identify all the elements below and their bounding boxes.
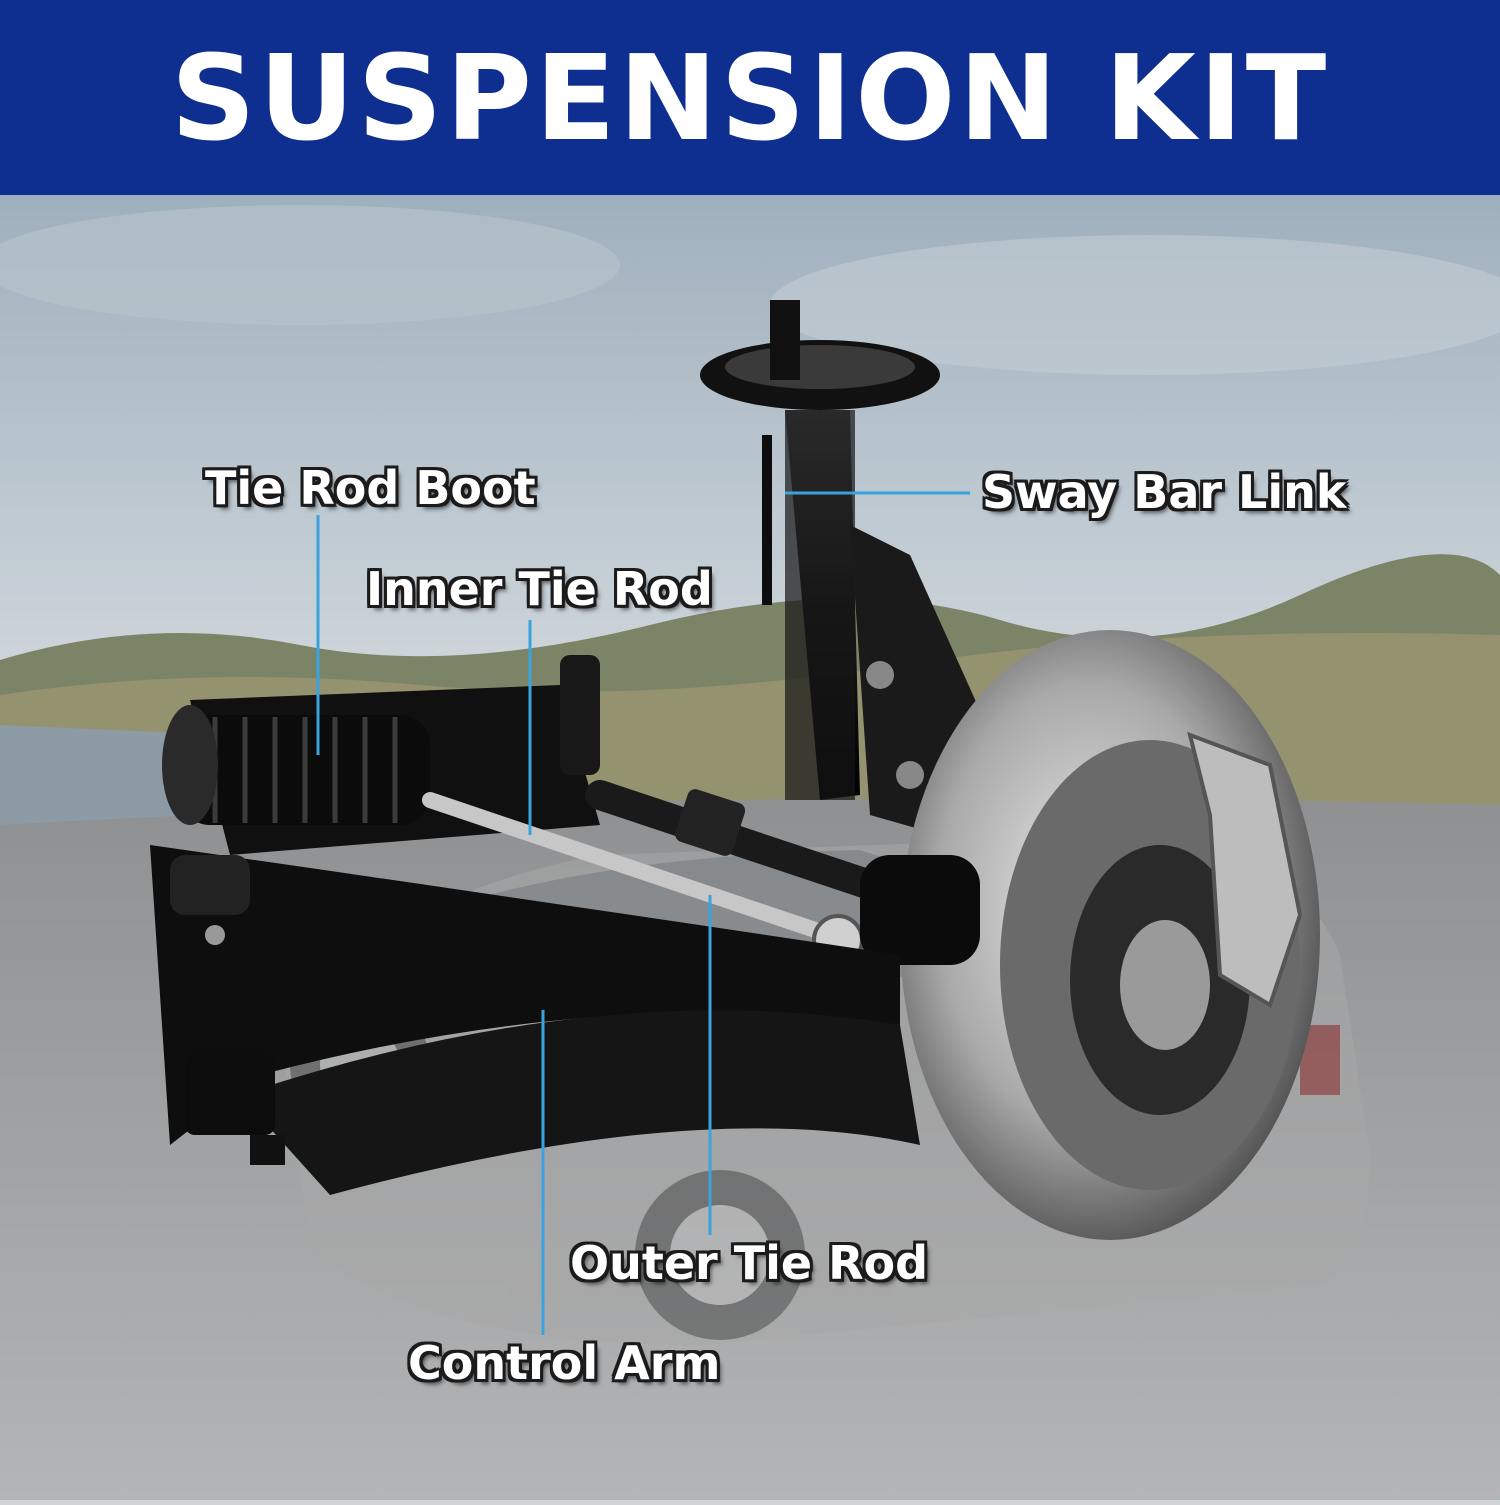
callout-sway-bar-link: Sway Bar Link: [982, 465, 1347, 519]
suspension-assembly: [150, 300, 1320, 1240]
page-title: SUSPENSION KIT: [170, 28, 1330, 167]
callout-tie-rod-boot: Tie Rod Boot: [205, 461, 536, 515]
title-banner: SUSPENSION KIT: [0, 0, 1500, 195]
callout-control-arm: Control Arm: [408, 1336, 721, 1390]
leader-lines: [316, 491, 970, 1335]
product-scene: Tie Rod Boot Inner Tie Rod Sway Bar Link…: [0, 195, 1500, 1500]
callout-outer-tie-rod: Outer Tie Rod: [570, 1236, 929, 1290]
callout-inner-tie-rod: Inner Tie Rod: [366, 562, 713, 616]
scene-illustration: [0, 195, 1500, 1500]
